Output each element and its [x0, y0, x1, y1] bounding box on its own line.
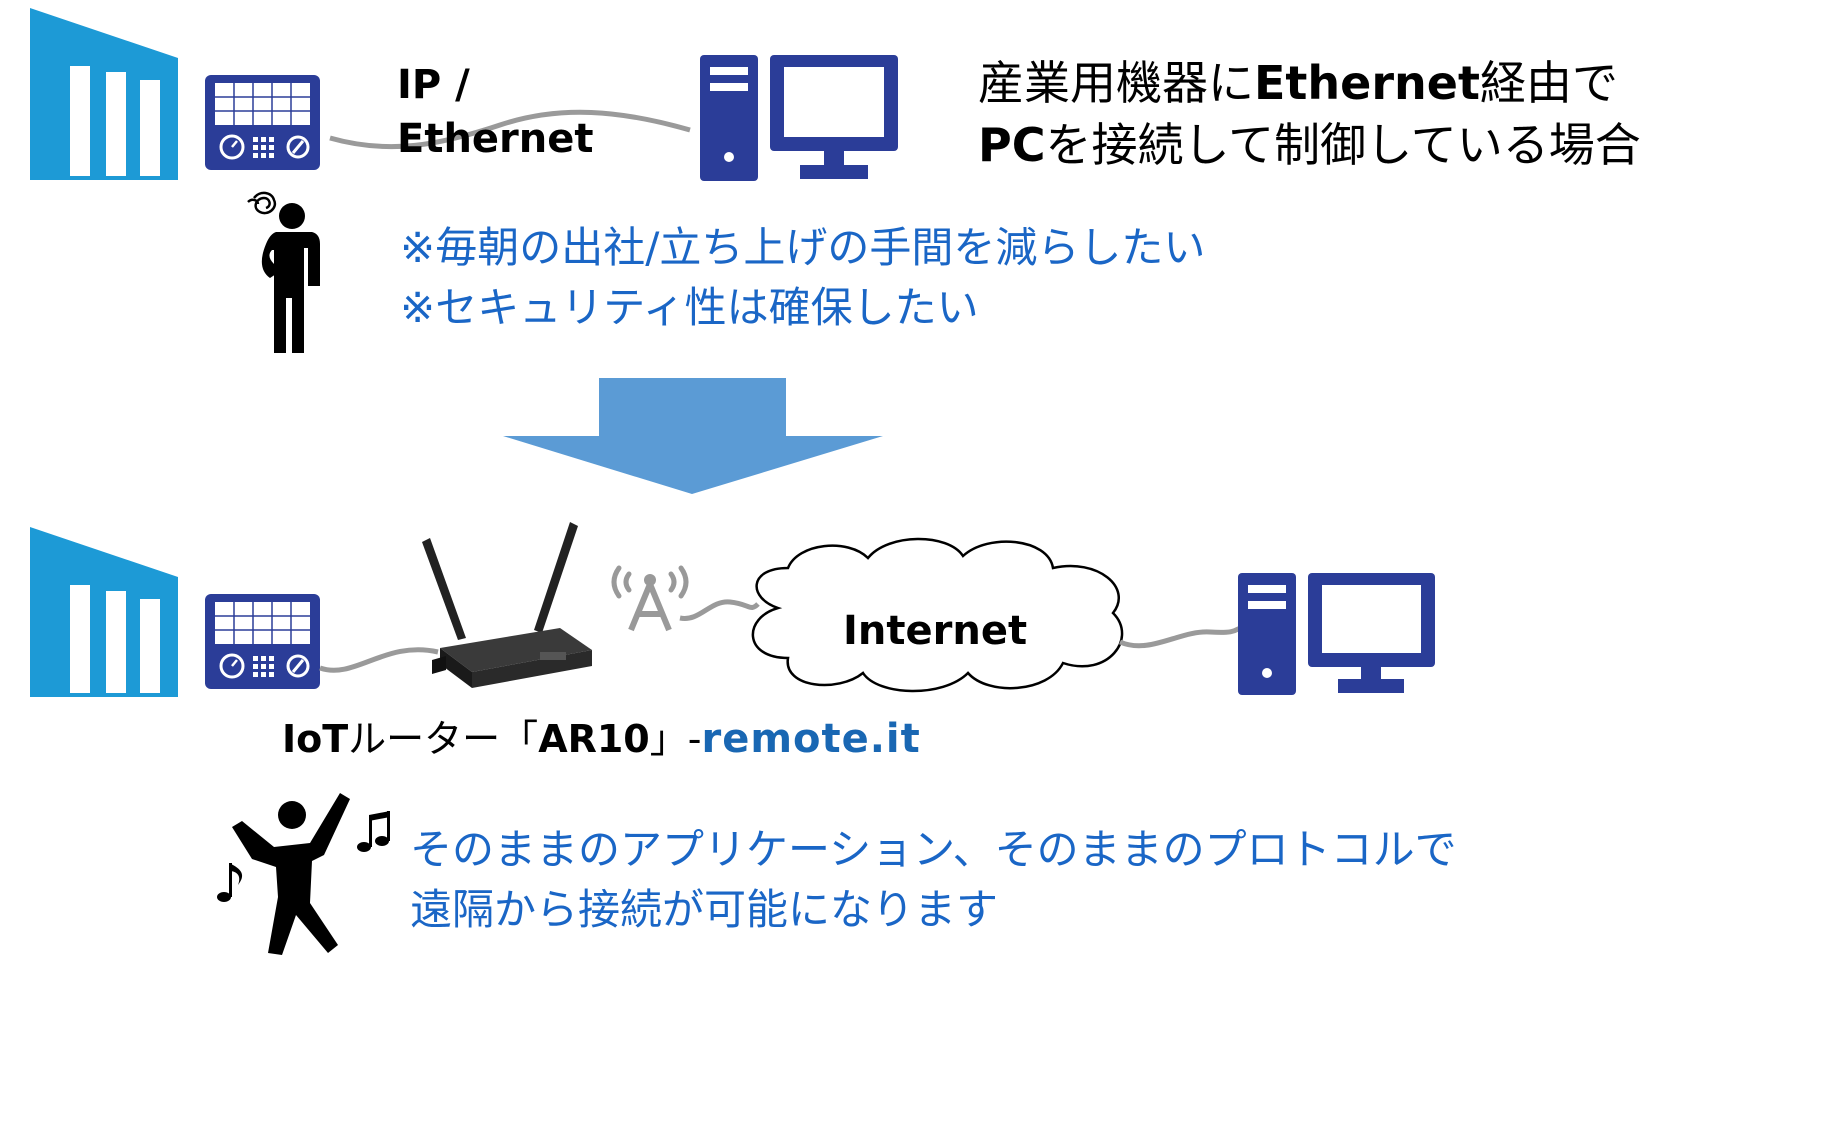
router-caption-mid: ルーター「	[348, 717, 539, 761]
remote-it-logo: remote.it	[701, 716, 921, 762]
scenario-line2: PCを接続して制御している場合	[978, 114, 1641, 176]
cable-cloud-pc	[1119, 625, 1243, 649]
router-caption-model: AR10	[538, 717, 650, 761]
worried-person-icon	[247, 191, 320, 353]
router-caption: IoTルーター「AR10」-remote.it	[282, 714, 921, 764]
benefit-line1: そのままのアプリケーション、そのままのプロトコルで	[410, 825, 1457, 874]
scenario-line2-post: を接続して制御している場合	[1045, 118, 1641, 172]
router-caption-end: 」-	[649, 717, 702, 761]
factory-building-icon-bottom	[30, 527, 178, 697]
cable-antenna-cloud	[679, 599, 760, 621]
pc-icon-remote	[1238, 573, 1435, 695]
router-caption-iot: IoT	[282, 717, 349, 761]
pc-icon	[700, 55, 898, 181]
scenario-text: 産業用機器にEthernet経由で PCを接続して制御している場合	[978, 52, 1641, 176]
wireless-antenna-icon	[611, 565, 689, 632]
factory-building-icon	[30, 8, 178, 180]
link-label-line1: IP /	[397, 62, 470, 108]
scenario-line2-bold: PC	[978, 118, 1046, 172]
industrial-controller-icon	[205, 75, 320, 170]
scenario-line1-post: 経由で	[1479, 56, 1618, 110]
industrial-controller-icon-bottom	[205, 594, 320, 689]
link-label: IP / Ethernet	[397, 58, 594, 166]
cable-device-router	[319, 647, 439, 673]
wish-text: ※毎朝の出社/立ち上げの手間を減らしたい ※セキュリティ性は確保したい	[400, 218, 1205, 338]
link-label-line2: Ethernet	[397, 116, 594, 162]
wish-line2: ※セキュリティ性は確保したい	[400, 283, 979, 332]
internet-cloud-icon	[751, 537, 1124, 693]
down-arrow	[503, 378, 883, 494]
happy-dancing-person-icon	[217, 793, 390, 955]
benefit-text: そのままのアプリケーション、そのままのプロトコルで 遠隔から接続が可能になります	[410, 820, 1457, 940]
ethernet-cable-top	[329, 109, 691, 150]
wish-line1: ※毎朝の出社/立ち上げの手間を減らしたい	[400, 223, 1206, 272]
scenario-line1: 産業用機器にEthernet経由で	[978, 52, 1641, 114]
scenario-line1-pre: 産業用機器に	[978, 56, 1254, 110]
benefit-line2: 遠隔から接続が可能になります	[410, 885, 999, 934]
internet-label: Internet	[843, 608, 1028, 654]
scenario-line1-bold: Ethernet	[1254, 56, 1480, 110]
router-ar10-icon	[422, 522, 592, 688]
